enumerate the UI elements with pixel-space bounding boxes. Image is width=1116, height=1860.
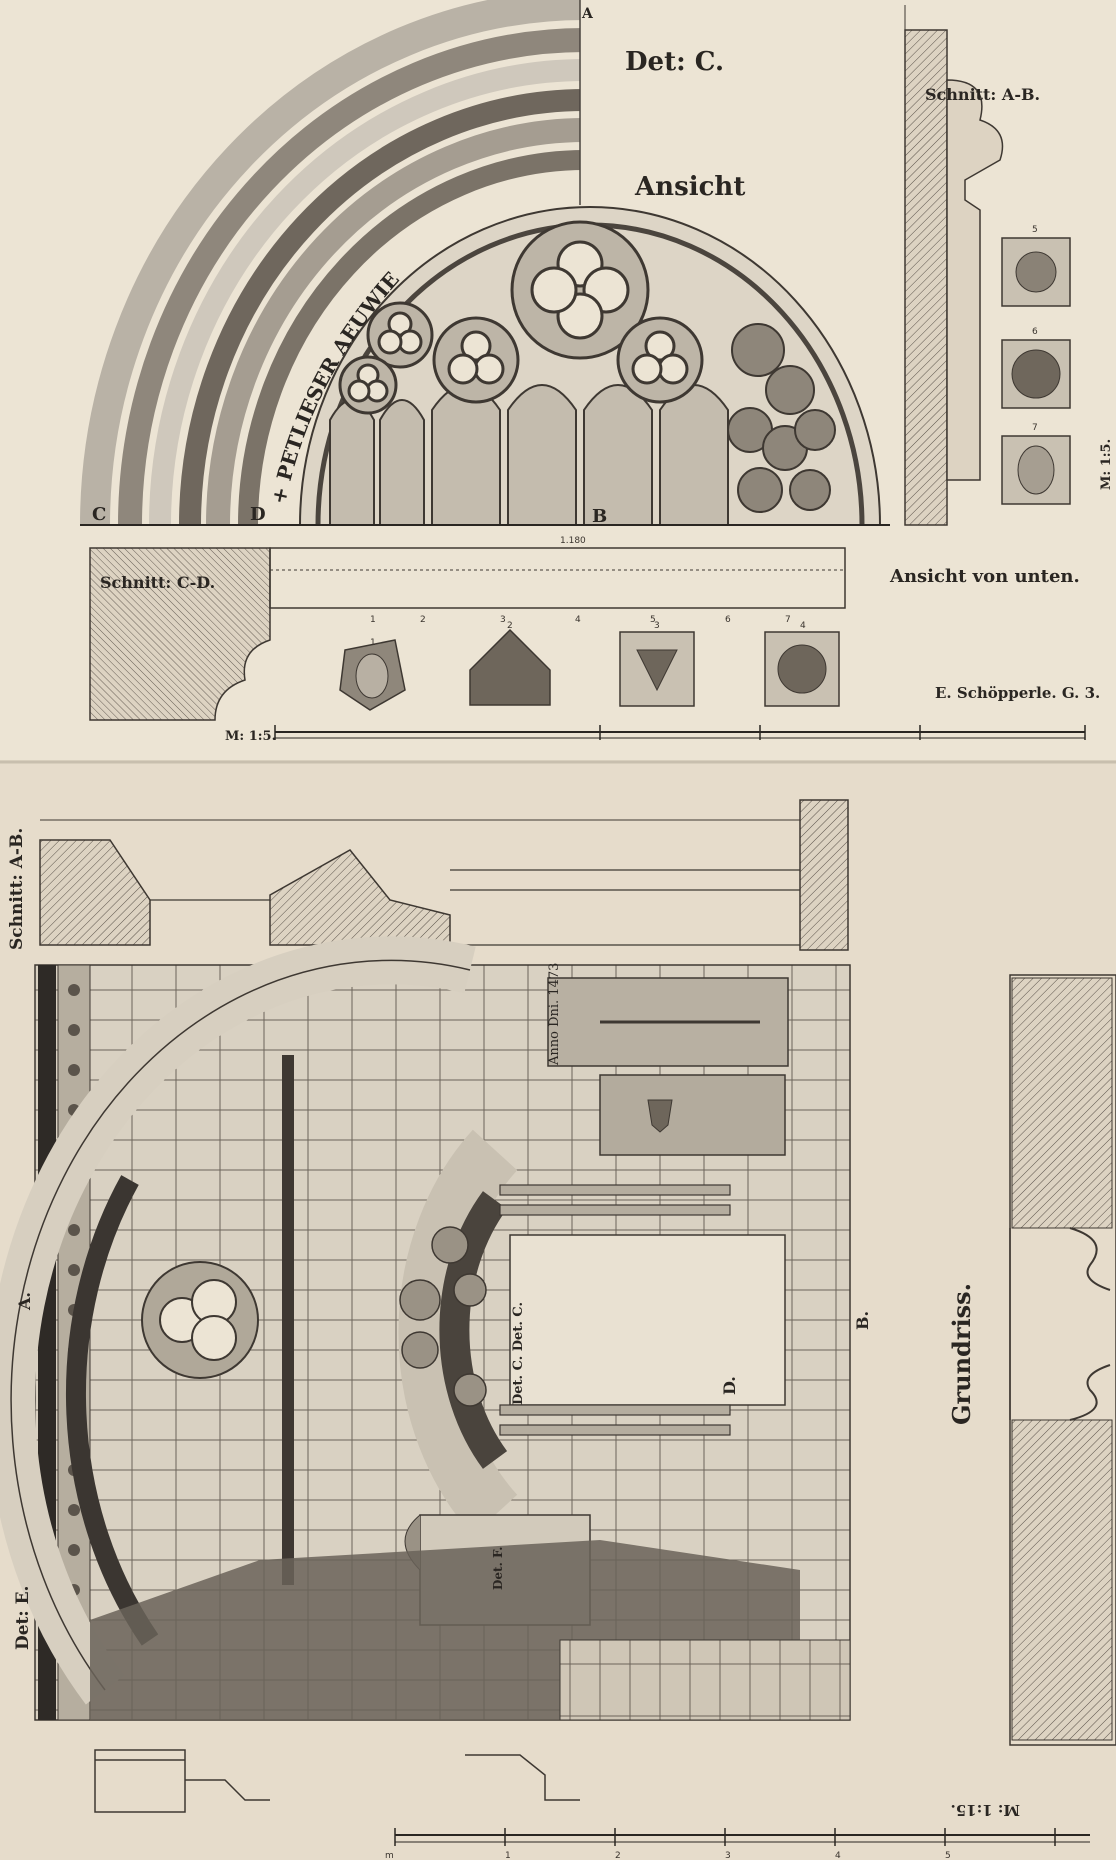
soffit-number-3: 3 xyxy=(500,615,506,625)
soffit-number-7: 7 xyxy=(785,615,791,625)
soffit-number-1: 1 xyxy=(370,615,376,625)
arch-band-outer xyxy=(80,0,586,526)
bottom-boss-number-4: 4 xyxy=(800,621,806,631)
side-scale-label: M: 1:5. xyxy=(1099,439,1114,490)
detail-c-subtitle: Ansicht xyxy=(634,172,745,202)
scale-label-1-5: M: 1:5. xyxy=(225,729,276,744)
signature: E. Schöpperle. G. 3. xyxy=(935,684,1100,702)
arch-band-5 xyxy=(206,118,586,526)
soffit-boss-numbers: 1 2 3 4 5 6 7 xyxy=(370,615,791,625)
inner-arch-light xyxy=(398,1129,518,1536)
side-boss-number-7: 7 xyxy=(1032,423,1038,433)
marker-c: C xyxy=(92,504,106,525)
arch-band-4 xyxy=(179,89,586,526)
soffit-number-6: 6 xyxy=(725,615,731,625)
marker-d: D xyxy=(250,504,266,525)
marker-b: B xyxy=(592,506,607,527)
scale-label-1-15: M: 1:15. xyxy=(951,1801,1020,1819)
plinth-blocks xyxy=(559,1639,851,1721)
arch-shadow-band xyxy=(65,1175,159,1646)
section-ab-label: Schnitt: A-B. xyxy=(925,85,1040,104)
scale-number-3: 3 xyxy=(725,1851,731,1860)
section-cd-profile xyxy=(89,547,271,721)
jamb-columns xyxy=(499,1184,731,1436)
bottom-profiles xyxy=(94,1749,580,1813)
scale-number-4: 4 xyxy=(835,1851,841,1860)
bottom-boss-number-3: 3 xyxy=(654,621,660,631)
dim-1180: 1.180 xyxy=(560,536,586,546)
door-opening xyxy=(509,1234,786,1406)
tracery-cluster-right xyxy=(727,323,836,513)
scale-number-m: m xyxy=(385,1851,394,1860)
marker-d: D. xyxy=(720,1376,739,1395)
portal-section-ab-label: Schnitt: A-B. xyxy=(7,828,27,950)
side-bosses xyxy=(1001,237,1071,505)
outer-arch-edge xyxy=(10,959,471,1691)
arch-band-3 xyxy=(149,59,586,526)
arch-band-2 xyxy=(118,28,586,526)
view-from-below-soffit xyxy=(269,547,846,609)
detail-c-plate: + PETLIESER AEUWIERTS C D B A Det: C. An… xyxy=(0,0,1114,744)
soffit-number-5: 5 xyxy=(650,615,656,625)
vertical-strut xyxy=(282,1055,294,1585)
section-cd-label: Schnitt: C-D. xyxy=(100,573,215,592)
door-tracery xyxy=(399,1226,487,1407)
lancet-windows xyxy=(329,384,729,526)
bottom-boss-number-1: 1 xyxy=(370,638,376,648)
scale-number-2: 2 xyxy=(615,1851,621,1860)
soffit-number-4: 4 xyxy=(575,615,581,625)
side-boss-number-5: 5 xyxy=(1032,225,1038,235)
marker-top-a: A xyxy=(581,6,594,22)
tracery-foils xyxy=(338,220,704,415)
detail-f-reference: Det. F. xyxy=(491,1547,505,1590)
scale-number-1: 1 xyxy=(505,1851,511,1860)
scale-bar-1-5 xyxy=(274,725,1086,740)
bottom-boss-number-2: 2 xyxy=(507,621,513,631)
section-ab-moulding xyxy=(946,79,1004,481)
inner-arch-dark xyxy=(439,1191,508,1469)
detail-c-reference: Det. C. Det. C. xyxy=(511,1302,526,1405)
portal-section-ab xyxy=(39,799,849,951)
plate-cutaway xyxy=(580,0,900,205)
section-ab-profile xyxy=(904,29,948,526)
trefoil-rose xyxy=(141,1261,259,1379)
detail-c-title: Det: C. xyxy=(625,47,724,77)
tomb-slab-shield xyxy=(599,1074,786,1156)
tomb-inscription: Anno Dni. 1473 xyxy=(547,963,562,1066)
detail-e-label: Det: E. xyxy=(13,1586,33,1650)
view-from-below-label: Ansicht von unten. xyxy=(889,566,1080,587)
plan-label: Grundriss. xyxy=(947,1283,976,1425)
marker-b: B. xyxy=(853,1311,872,1330)
scale-number-5: 5 xyxy=(945,1851,951,1860)
ground-plan xyxy=(1009,974,1116,1746)
scale-bar-1-15 xyxy=(394,1828,1090,1846)
arch-band-inner xyxy=(238,150,586,526)
marker-a: A. xyxy=(15,1292,34,1311)
bottom-bosses xyxy=(339,628,840,711)
shield-relief xyxy=(647,1099,673,1133)
portal-plate: Schnitt: A-B. xyxy=(0,799,1116,1860)
side-boss-number-6: 6 xyxy=(1032,327,1038,337)
soffit-number-2: 2 xyxy=(420,615,426,625)
scale-numbers: m 1 2 3 4 5 xyxy=(385,1851,951,1860)
